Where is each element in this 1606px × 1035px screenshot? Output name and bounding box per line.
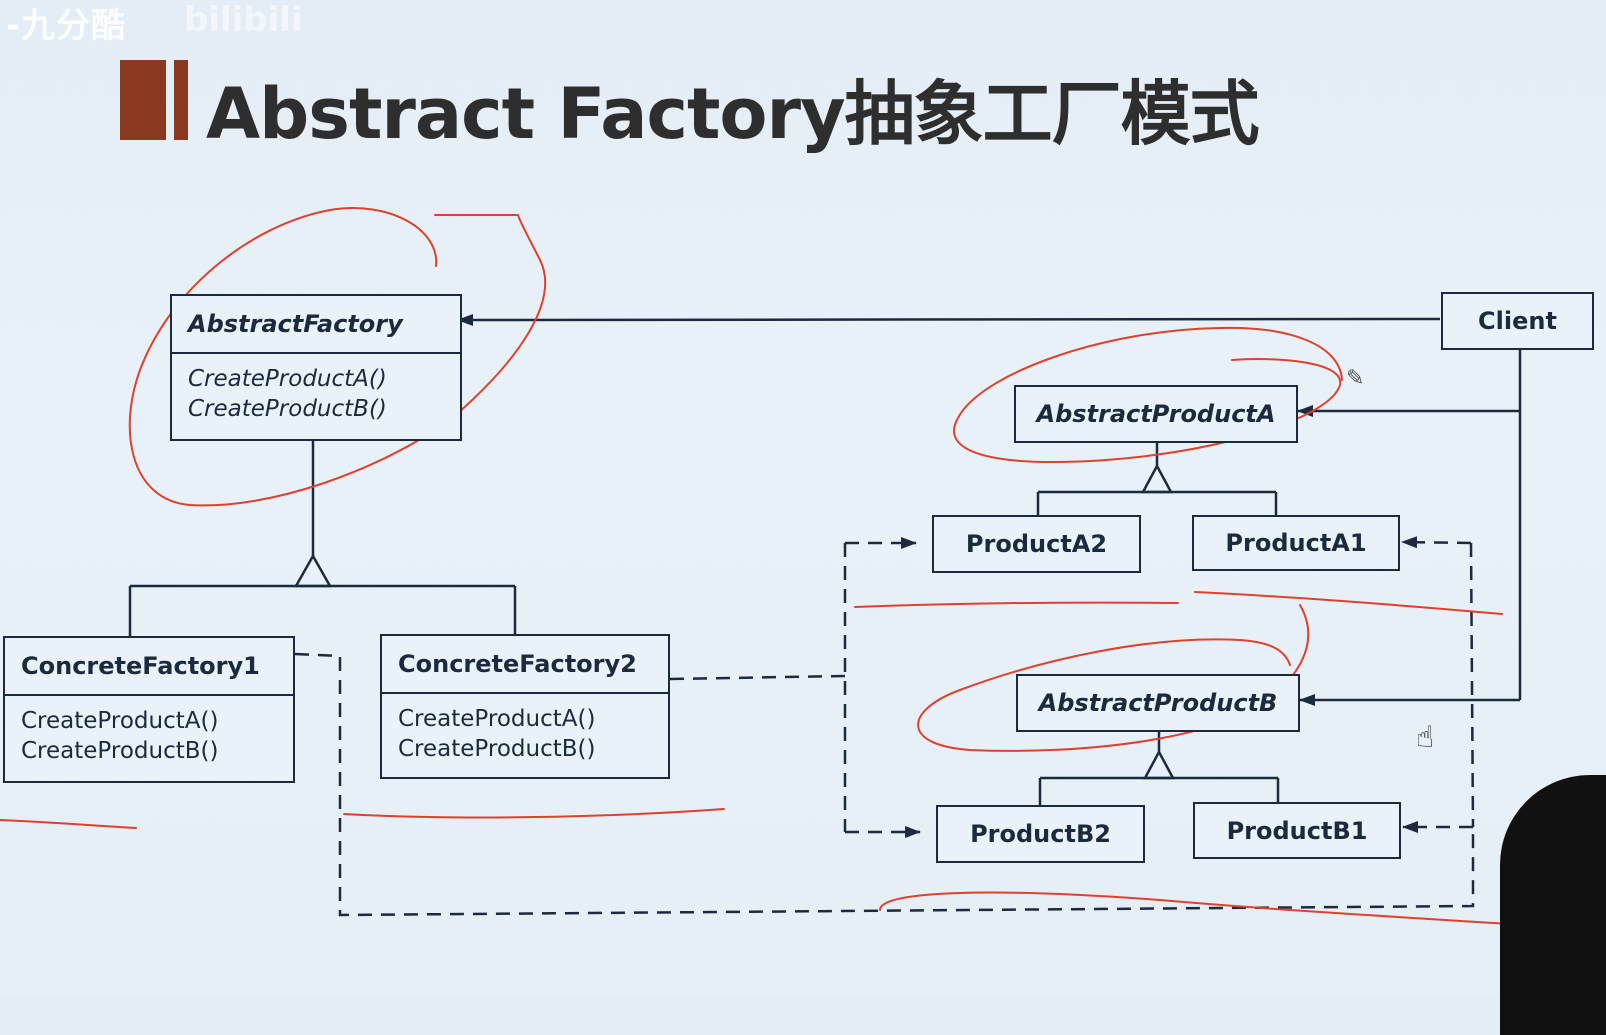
cf1-dep-vertical [1469, 542, 1475, 828]
concretefactory2-op-b: CreateProductB() [398, 736, 596, 762]
abstractproductb-name: AbstractProductB [1038, 689, 1278, 717]
client-class[interactable]: Client [1441, 292, 1594, 350]
productb2-class[interactable]: ProductB2 [936, 805, 1145, 863]
cf2-dependency-line [669, 674, 846, 681]
productb1-name: ProductB1 [1226, 816, 1368, 845]
af-triangle [293, 553, 333, 588]
concretefactory1-op-b: CreateProductB() [21, 738, 219, 764]
producta2-class[interactable]: ProductA2 [932, 515, 1141, 573]
diagram-connectors [0, 207, 1541, 927]
producta1-class[interactable]: ProductA1 [1192, 515, 1400, 571]
cf1-dep-to-a1 [1401, 536, 1472, 549]
concretefactory1-name: ConcreteFactory1 [21, 652, 260, 680]
concretefactory1-class[interactable]: ConcreteFactory1 CreateProductA() Create… [3, 636, 295, 783]
abstractproductb-class[interactable]: AbstractProductB [1016, 674, 1300, 732]
annotation-underline-a-row [854, 601, 1179, 608]
abstractfactory-op-b: CreateProductB() [188, 396, 387, 422]
concretefactory2-class[interactable]: ConcreteFactory2 CreateProductA() Create… [380, 634, 670, 779]
annotation-underline-b-row [879, 891, 1541, 927]
productb1-class[interactable]: ProductB1 [1193, 802, 1401, 859]
producta1-name: ProductA1 [1225, 529, 1367, 557]
abstractfactory-name: AbstractFactory [188, 310, 403, 338]
hand-cursor-icon: ☝ [1416, 720, 1435, 755]
productb2-name: ProductB2 [970, 820, 1111, 848]
annotation-underline-cf [343, 808, 725, 819]
client-name: Client [1478, 307, 1557, 335]
presenter-silhouette [1500, 775, 1606, 1035]
annotation-circle-abstractproducta [953, 326, 1343, 464]
apb-triangle [1142, 749, 1176, 780]
bilibili-logo: bilibili [184, 0, 303, 40]
apa-triangle [1140, 463, 1174, 494]
annotation-circle-abstractfactory [128, 207, 547, 507]
producta2-name: ProductA2 [965, 530, 1108, 558]
concretefactory1-operations: CreateProductA() CreateProductB() [5, 694, 293, 785]
concretefactory2-operations: CreateProductA() CreateProductB() [382, 692, 668, 781]
client-to-abstractfactory-line [457, 313, 1441, 326]
abstractfactory-class[interactable]: AbstractFactory CreateProductA() CreateP… [170, 294, 462, 441]
cf1-dependency-line [294, 652, 1475, 917]
annotation-underline-a1 [1194, 591, 1503, 615]
concretefactory2-name: ConcreteFactory2 [398, 650, 637, 678]
concretefactory1-op-a: CreateProductA() [21, 708, 219, 734]
abstractproducta-name: AbstractProductA [1036, 400, 1276, 428]
watermark-text: -九分酷 [6, 6, 127, 46]
annotation-underline-left [0, 819, 137, 829]
abstractproducta-class[interactable]: AbstractProductA [1014, 385, 1298, 443]
slide-title: Abstract Factory抽象工厂模式 [206, 73, 1260, 155]
concretefactory2-op-a: CreateProductA() [398, 706, 596, 732]
pen-icon: ✎ [1346, 366, 1365, 391]
abstractfactory-op-a: CreateProductA() [188, 366, 387, 392]
title-accent-bar [120, 60, 188, 140]
abstractfactory-operations: CreateProductA() CreateProductB() [172, 352, 460, 443]
